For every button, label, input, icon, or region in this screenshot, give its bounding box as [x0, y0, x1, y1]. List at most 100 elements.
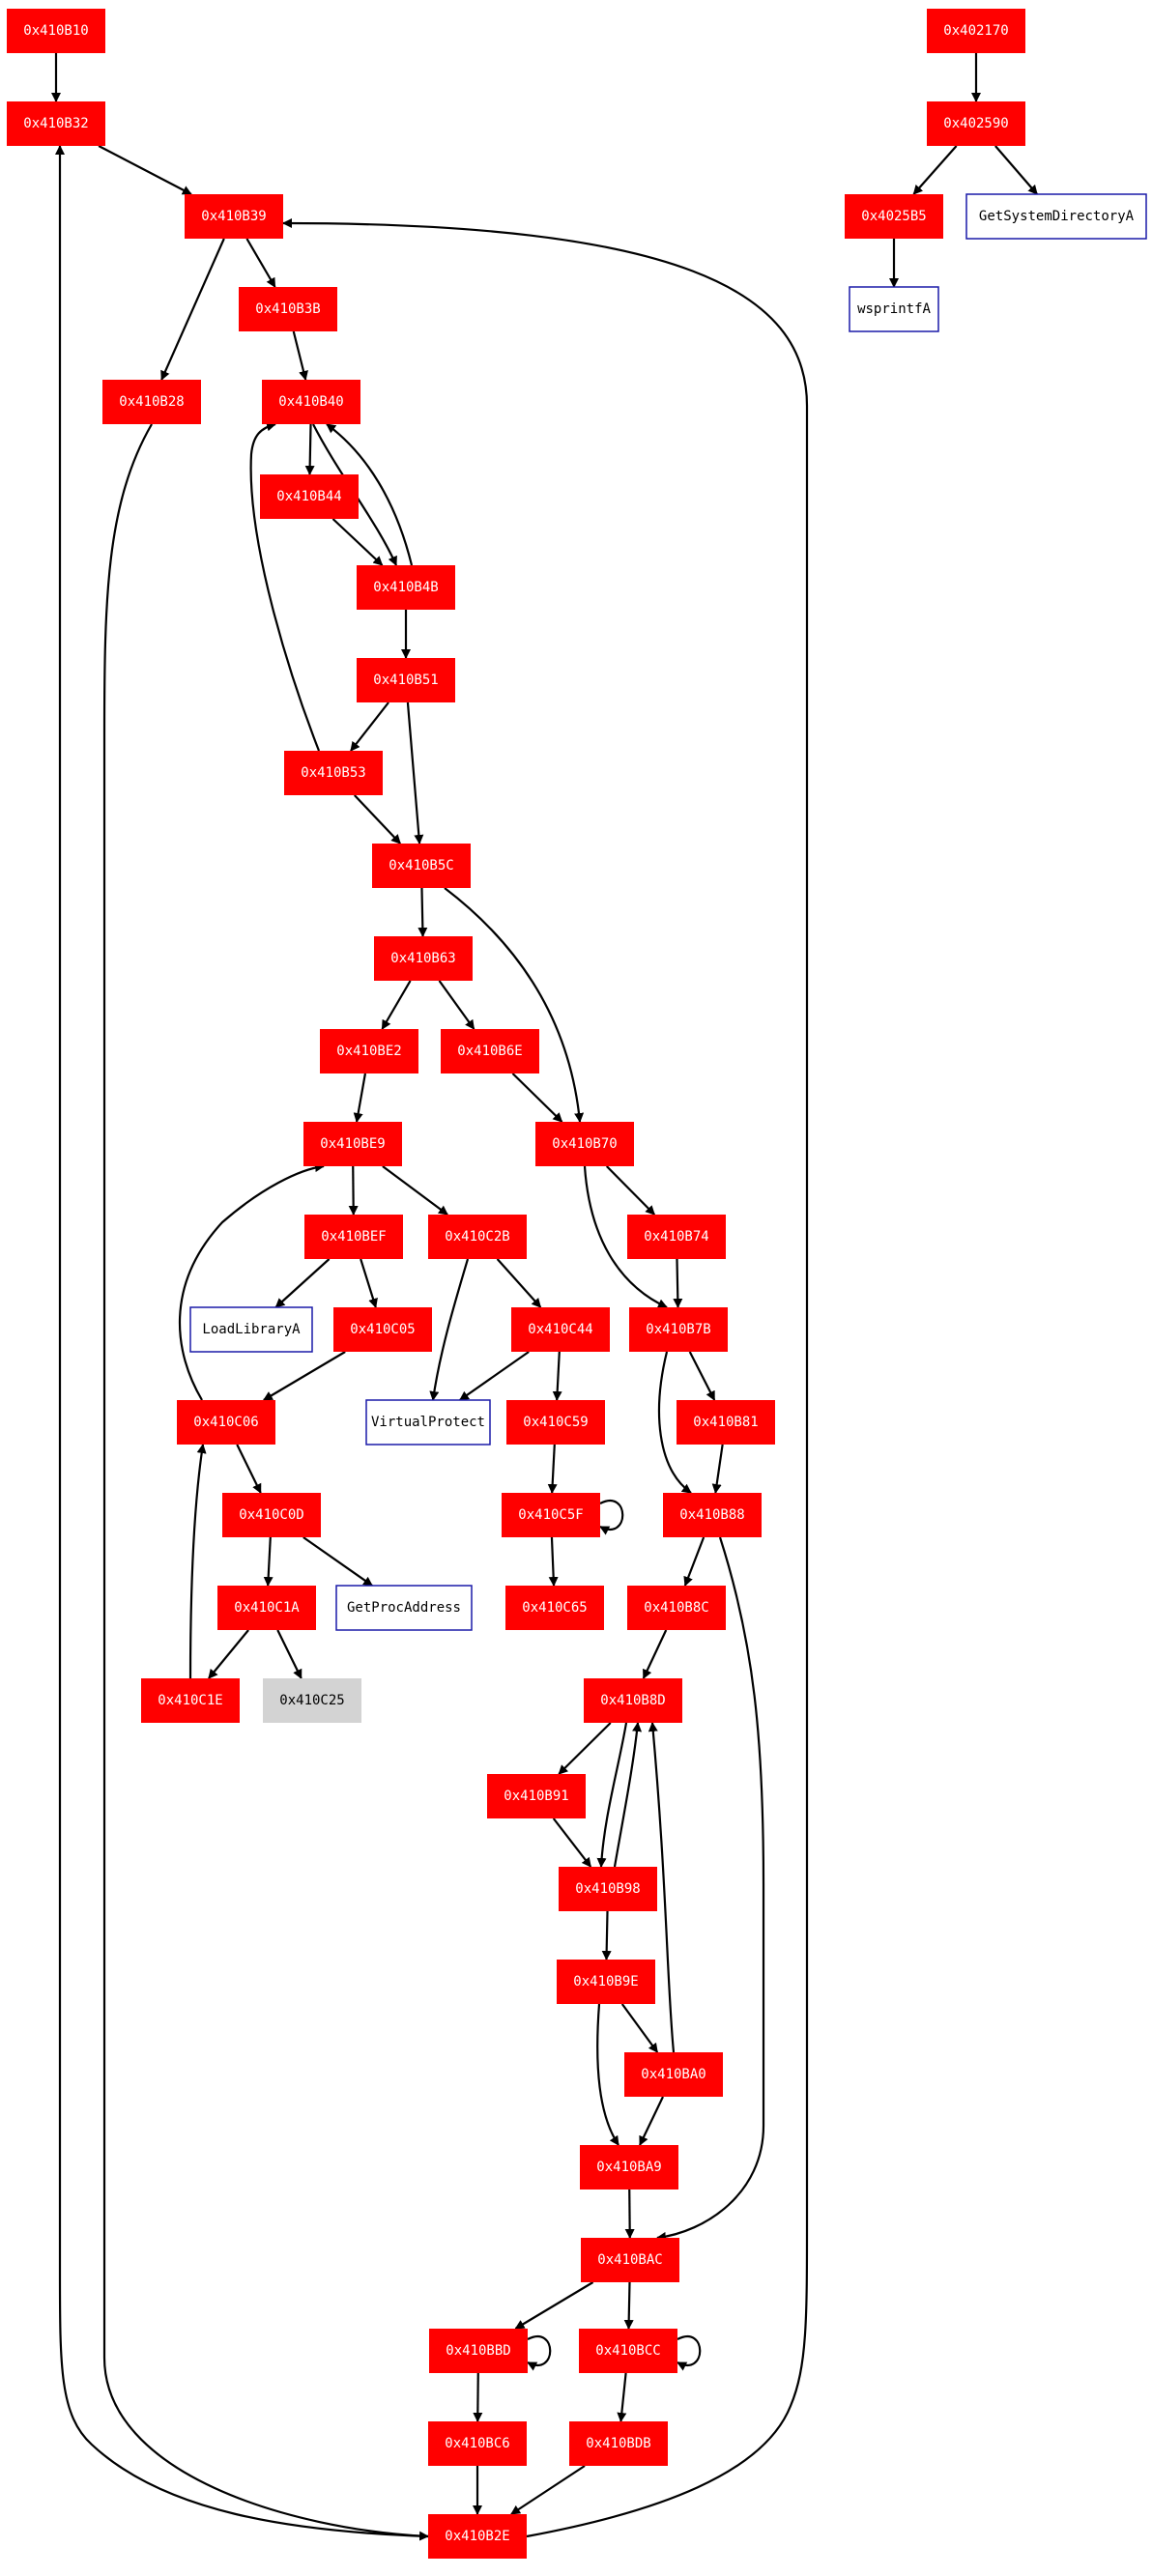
node-box [663, 1493, 762, 1537]
node-0x410b74: 0x410B74 [627, 1215, 726, 1259]
edge-410BA0-to-410BA9 [639, 2096, 664, 2146]
node-box [677, 1400, 775, 1445]
node-label: 0x410C0D [239, 1507, 303, 1523]
edge-410B98-to-410B9E [601, 1910, 612, 1961]
node-0x410b91: 0x410B91 [487, 1774, 586, 1818]
node-box [222, 1493, 321, 1537]
edge-410BAC-to-410BCC [623, 2281, 634, 2330]
node-label: 0x410C2B [445, 1229, 509, 1245]
node-0x410b81: 0x410B81 [677, 1400, 775, 1445]
node-box [7, 101, 105, 146]
edge-410B2E-to-410B39 [282, 218, 809, 2538]
node-0x410c59: 0x410C59 [506, 1400, 605, 1445]
edge-410BBD-to-410BBD [527, 2335, 552, 2371]
node-box [263, 1678, 361, 1723]
nodes-layer: 0x410B100x410B320x410B390x410B3B0x410B28… [7, 9, 1147, 2559]
node-label: 0x410BDB [586, 2436, 650, 2451]
edge-410B40-to-410B44 [304, 423, 315, 475]
node-0x4025b5: 0x4025B5 [845, 194, 943, 239]
node-box [185, 194, 283, 239]
edge-410B5C-to-410B63 [418, 887, 428, 937]
node-box [335, 1585, 473, 1631]
node-0x410b44: 0x410B44 [260, 474, 359, 519]
edge-410B8C-to-410B8D [642, 1629, 668, 1679]
edge-410B51-to-410B53 [350, 701, 389, 752]
node-0x410b8d: 0x410B8D [584, 1678, 682, 1723]
node-box [284, 751, 383, 795]
edge-410BEF-to-LoadLibraryA [274, 1258, 331, 1308]
node-box [260, 474, 359, 519]
node-label: 0x410C44 [528, 1322, 592, 1337]
node-0x410bc6: 0x410BC6 [428, 2421, 527, 2466]
edge-410B91-to-410B98 [552, 1818, 592, 1868]
node-0x410c0d: 0x410C0D [222, 1493, 321, 1537]
edge-410BCC-to-410BCC [677, 2335, 702, 2371]
node-label: 0x410BA0 [641, 2067, 706, 2082]
node-label: GetProcAddress [347, 1600, 461, 1616]
node-box [535, 1122, 634, 1166]
edge-410C2B-to-VirtualProtect [429, 1258, 470, 1401]
node-box [333, 1307, 432, 1352]
node-0x410b28: 0x410B28 [102, 380, 201, 424]
node-label: 0x410B7B [646, 1322, 710, 1337]
node-box [569, 2421, 668, 2466]
node-box [627, 1215, 726, 1259]
node-label: 0x410C65 [522, 1600, 587, 1616]
node-0x410b51: 0x410B51 [357, 658, 455, 702]
edge-410B70-to-410B74 [605, 1165, 656, 1216]
edge-410C44-to-VirtualProtect [459, 1351, 530, 1401]
node-label: 0x410BEF [321, 1229, 386, 1245]
node-box [102, 380, 201, 424]
node-box [505, 1586, 604, 1630]
node-0x410b40: 0x410B40 [262, 380, 360, 424]
node-box [579, 2329, 677, 2373]
node-0x410b5c: 0x410B5C [372, 844, 471, 888]
node-box [627, 1586, 726, 1630]
node-label: 0x410B10 [23, 23, 88, 39]
node-label: 0x410B8C [644, 1600, 708, 1616]
edge-410B81-to-410B88 [711, 1444, 724, 1494]
node-0x410be9: 0x410BE9 [303, 1122, 402, 1166]
node-0x410b88: 0x410B88 [663, 1493, 762, 1537]
edge-410B7B-to-410B88 [658, 1351, 692, 1494]
node-0x410b53: 0x410B53 [284, 751, 383, 795]
node-label: 0x410B53 [301, 765, 365, 781]
node-0x410bbd: 0x410BBD [429, 2329, 528, 2373]
node-0x410c5f: 0x410C5F [502, 1493, 600, 1537]
edge-410BA9-to-410BAC [624, 2189, 635, 2239]
node-label: 0x410B63 [390, 951, 455, 966]
node-0x410bdb: 0x410BDB [569, 2421, 668, 2466]
node-0x402170: 0x402170 [927, 9, 1025, 53]
edge-410B44-to-410B4B [331, 518, 384, 566]
node-0x410c25: 0x410C25 [263, 1678, 361, 1723]
node-0x410c05: 0x410C05 [333, 1307, 432, 1352]
node-box [428, 2514, 527, 2559]
node-label: 0x410C25 [279, 1693, 344, 1708]
node-0x410b7b: 0x410B7B [629, 1307, 728, 1352]
node-box [487, 1774, 586, 1818]
node-getsystemdirectorya: GetSystemDirectoryA [965, 193, 1147, 240]
node-box [304, 1215, 403, 1259]
node-0x410bef: 0x410BEF [304, 1215, 403, 1259]
node-label: 0x402590 [943, 116, 1008, 131]
edge-410BE9-to-410C2B [382, 1165, 448, 1216]
node-box [177, 1400, 275, 1445]
node-label: 0x410B4B [373, 580, 438, 595]
node-box [849, 286, 939, 332]
node-label: LoadLibraryA [202, 1322, 301, 1337]
edge-410B2E-to-410B32 [55, 145, 429, 2538]
node-label: 0x410BE9 [320, 1136, 385, 1152]
node-label: 0x410C1A [234, 1600, 300, 1616]
edge-410C05-to-410C06 [262, 1351, 346, 1401]
edge-410BE2-to-410BE9 [353, 1073, 367, 1123]
node-box [845, 194, 943, 239]
node-getprocaddress: GetProcAddress [335, 1585, 473, 1631]
edge-410BEF-to-410C05 [360, 1258, 378, 1308]
node-loadlibrarya: LoadLibraryA [189, 1306, 313, 1353]
node-label: 0x410C05 [350, 1322, 415, 1337]
edge-410B4B-to-410B40 [326, 423, 414, 566]
node-label: 0x410BA9 [596, 2160, 661, 2175]
node-box [927, 9, 1025, 53]
node-box [559, 1867, 657, 1911]
node-box [506, 1400, 605, 1445]
